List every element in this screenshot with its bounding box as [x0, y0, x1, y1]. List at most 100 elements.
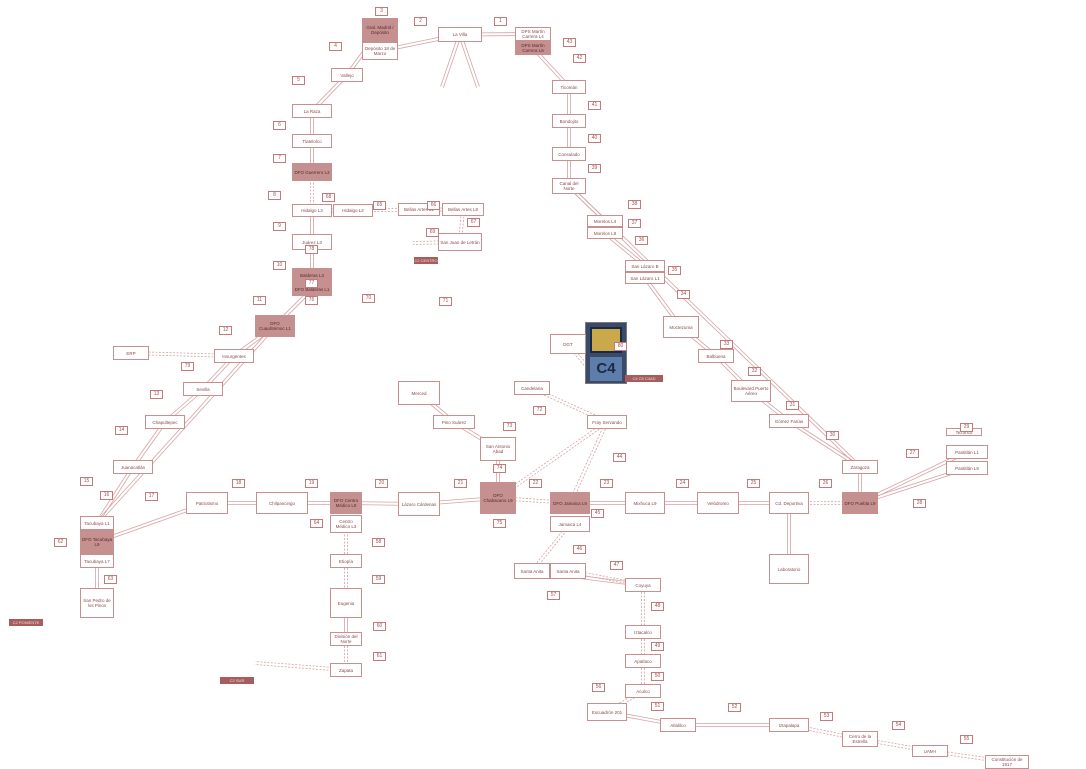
segment-number: 30 — [826, 431, 839, 440]
station-sanpedro: San Pedro de los Pinos — [80, 588, 114, 618]
segment-number: 54 — [892, 721, 905, 730]
segment-number: 43 — [563, 38, 576, 47]
station-insurgentes: Insurgentes — [214, 349, 254, 363]
c4-logo: C4 — [585, 322, 627, 384]
segment-number: 29 — [960, 423, 973, 432]
station-c2norte-b: DPS Martín Carrera L6 — [515, 41, 551, 55]
segment-number: 14 — [115, 426, 128, 435]
station-tchalan: Ticomán — [552, 80, 586, 94]
station-sevilla: Sevilla — [183, 382, 223, 396]
center-box-c2-oriente: C2 Oriente — [1032, 731, 1086, 769]
segment-number: 71 — [439, 297, 452, 306]
center-label-line2: Centro — [364, 244, 398, 257]
segment-number: 35 — [668, 266, 681, 275]
station-tacubaya1: Tacubaya L1 — [80, 516, 114, 530]
segment-number: 28 — [913, 499, 926, 508]
segment-number: 52 — [728, 703, 741, 712]
station-lerosa: La Raza — [292, 104, 332, 118]
station-morelos4: Morelos L4 — [587, 215, 623, 227]
segment-number: 21 — [454, 479, 467, 488]
station-guerrero: DFO Guerrero L3 — [292, 163, 332, 181]
segment-number: 75 — [493, 519, 506, 528]
station-merced: Merced — [398, 381, 440, 405]
station-cuauhtemoc: DFO Cuauhtémoc L1 — [255, 315, 295, 337]
station-sanlazaro: San Lázaro B — [625, 260, 665, 272]
segment-number: 64 — [310, 519, 323, 528]
station-tacubaya7: Tacubaya L7 — [80, 554, 114, 568]
station-centromedico3: Centro Médico L3 — [330, 515, 362, 533]
segment-number: 20 — [375, 479, 388, 488]
segment-number: 7 — [273, 154, 286, 163]
station-jamaica9: DFO Jamaica L9 — [550, 492, 590, 514]
center-tag-c2-centro: C2 CENTRO — [414, 257, 438, 264]
station-consulado: Consulado — [552, 147, 586, 161]
station-mixhuca: Mixhuca L9 — [625, 492, 665, 514]
segment-number: 24 — [676, 479, 689, 488]
segment-number: 40 — [588, 134, 601, 143]
station-iztacalco: Iztacalco — [625, 625, 661, 639]
segment-number: 79 — [181, 362, 194, 371]
station-chilpancingo: Chilpancingo — [256, 492, 308, 514]
segment-number: 60 — [373, 622, 386, 631]
segment-number: 26 — [819, 479, 832, 488]
segment-number: 16 — [100, 491, 113, 500]
segment-number: 70 — [362, 294, 375, 303]
station-puebla: DFO Puebla L9 — [842, 492, 878, 514]
station-dgt: DGT — [550, 334, 586, 354]
station-patriotismo: Patriotismo — [186, 492, 228, 514]
segment-number: 10 — [273, 261, 286, 270]
station-bellas8: Bellas Artes L8 — [442, 203, 484, 216]
segment-number: 62 — [54, 538, 67, 547]
center-tag-c2-sur: C2 SUR — [220, 677, 254, 684]
center-label-line2: Poniente — [21, 598, 65, 611]
segment-number: 61 — [373, 652, 386, 661]
station-bondojito: Bondojito — [552, 114, 586, 128]
segment-number: 13 — [150, 390, 163, 399]
station-eugenia: Eugenia — [330, 588, 362, 618]
segment-number: 74 — [493, 464, 506, 473]
segment-number: 8 — [268, 191, 281, 200]
station-pantitlanA: Pantitlán L1 — [946, 445, 988, 459]
station-velodromo: Velódromo — [697, 492, 739, 514]
segment-number: 57 — [547, 591, 560, 600]
segment-number: 65 — [373, 201, 386, 210]
segment-number: 50 — [651, 672, 664, 681]
segment-number: 39 — [588, 164, 601, 173]
center-tag-c2-poniente: C2 PONIENTE — [9, 619, 43, 626]
station-uam: UAM-I — [912, 745, 948, 757]
segment-number: 18 — [232, 479, 245, 488]
station-chabacano: DFO Chabacano L9 — [480, 482, 516, 514]
segment-number: 77 — [305, 279, 318, 288]
station-ermp: ERP — [113, 346, 149, 360]
segment-number: 44 — [613, 453, 626, 462]
segment-number: 6 — [273, 121, 286, 130]
station-vallejo: Vallejo — [331, 68, 363, 82]
station-tlatelolco: Tlatelolco — [292, 134, 332, 148]
segment-number: 2 — [414, 17, 427, 26]
center-box-c2-poniente: C2 Poniente — [9, 577, 78, 618]
station-gomezfarias: Gómez Farías — [769, 414, 809, 428]
segment-number: 17 — [145, 492, 158, 501]
center-box-c2-centro: C2 Centro — [348, 224, 413, 264]
link-line — [443, 35, 461, 88]
station-hidalgo2: Hidalgo L2 — [333, 204, 373, 217]
segment-number: 12 — [219, 326, 232, 335]
segment-number: 37 — [628, 219, 641, 228]
station-apatlaco: Apatlaco — [625, 654, 661, 668]
station-c2norte-a: DPS Martín Carrera L4 — [515, 27, 551, 41]
station-centromedico: DFO Centro Médico L9 — [330, 492, 362, 514]
station-cerro: Cerro de la Estrella — [842, 731, 878, 747]
center-label-line1: C2 — [374, 231, 387, 244]
station-blvdpuerto: Boulevard Puerto Aéreo — [731, 380, 771, 402]
station-tacubaya9: DFO Tacubaya L9 — [80, 530, 114, 554]
station-aculco: Aculco — [625, 684, 661, 698]
center-box-c2-sur: C2 Sur — [191, 633, 255, 675]
segment-number: 41 — [588, 101, 601, 110]
station-pantitlanB: Pantitlán L9 — [946, 461, 988, 475]
segment-number: 33 — [720, 340, 733, 349]
station-canalnorte: Canal del Norte — [552, 178, 586, 194]
station-zaragoza: Zaragoza — [842, 460, 878, 474]
segment-number: 11 — [253, 296, 266, 305]
station-hidalgo3: Hidalgo L3 — [292, 204, 332, 217]
